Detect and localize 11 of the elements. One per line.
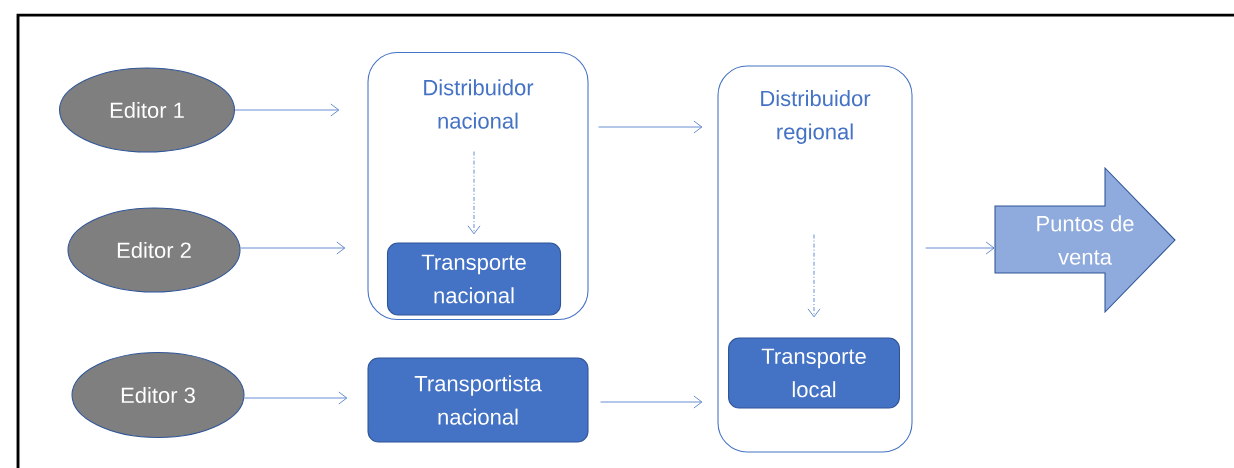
process-box: Transporte local [728,337,900,409]
arrow [600,395,703,409]
arrow [925,241,995,255]
arrow [467,151,481,235]
arrow [598,120,703,134]
process-box: Transporte nacional [386,242,562,316]
arrow [240,241,346,255]
arrow [244,391,348,405]
arrow [807,234,821,318]
process-box: Transportista nacional [367,357,589,443]
arrow [234,103,340,117]
